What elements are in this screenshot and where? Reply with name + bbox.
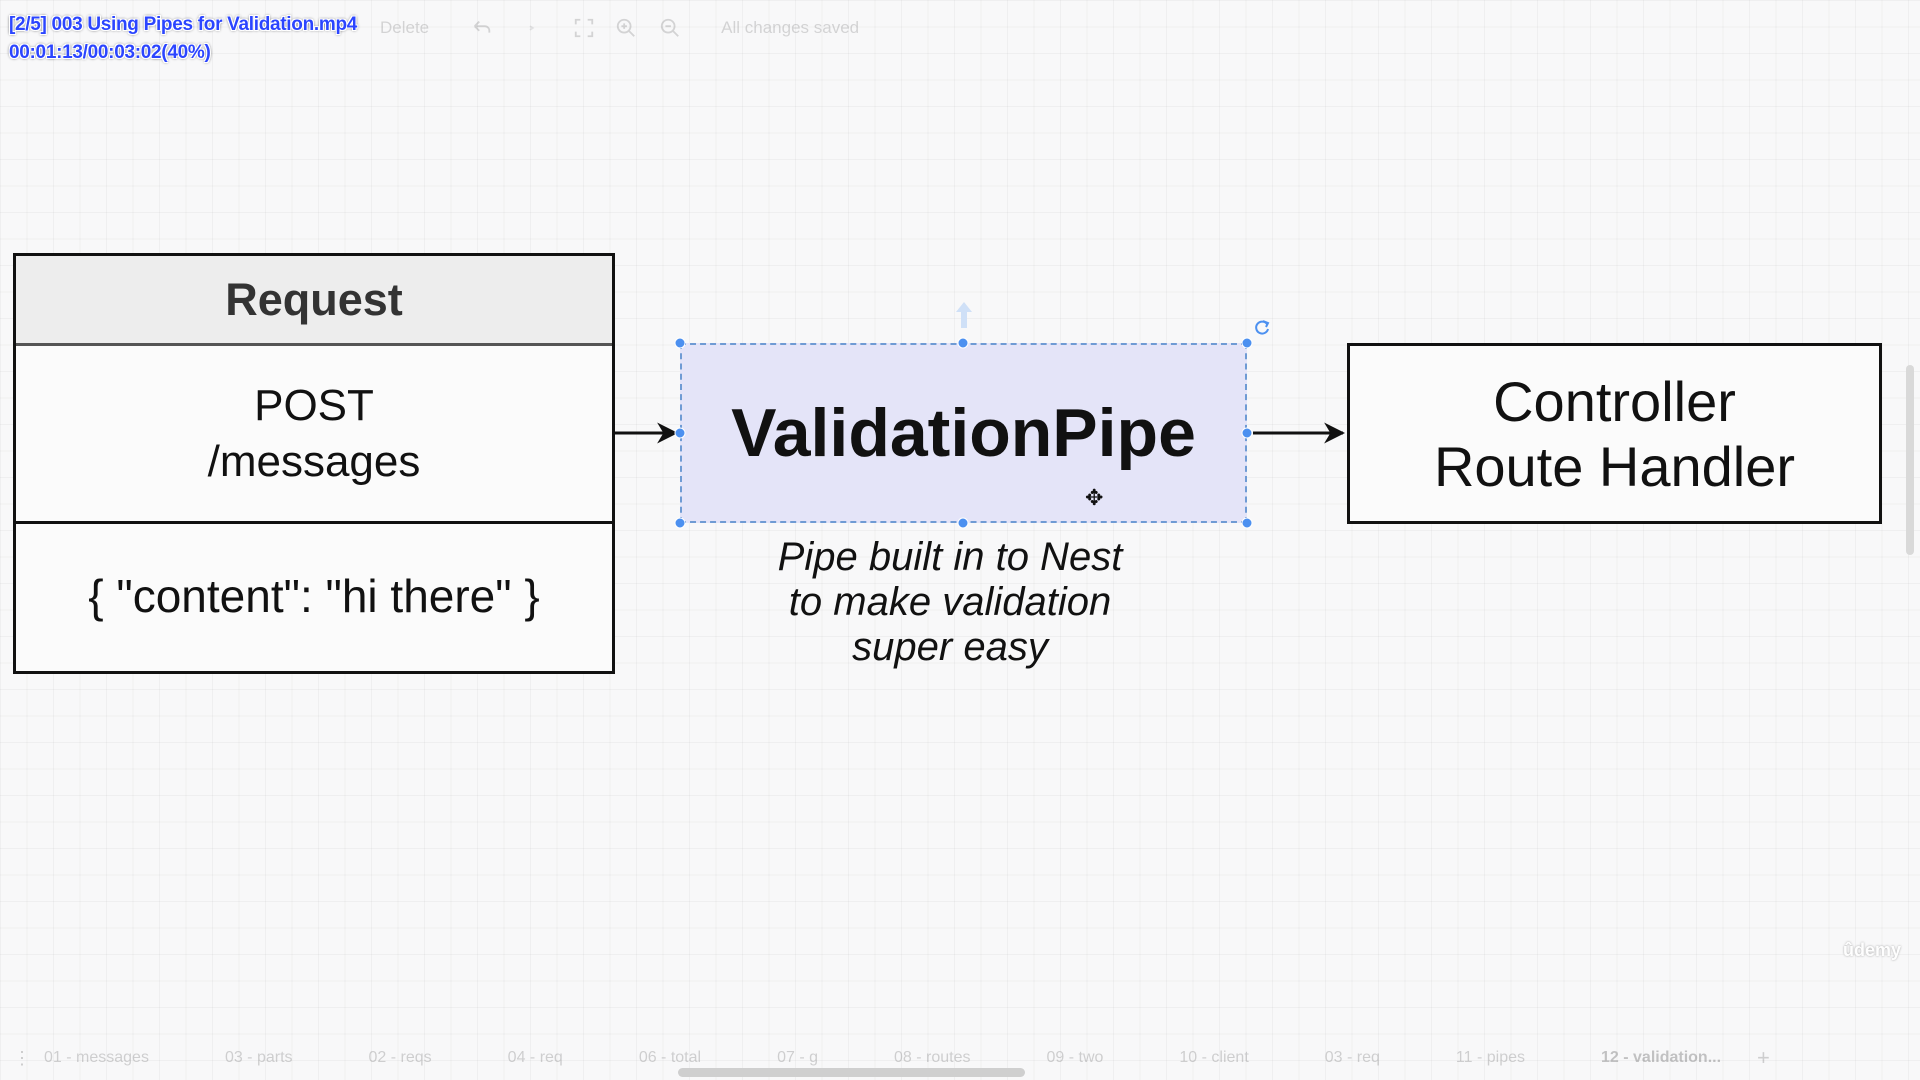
caption-line-3: super easy — [852, 625, 1048, 669]
request-route-cell: POST /messages — [16, 346, 612, 524]
undo-icon[interactable] — [467, 13, 497, 43]
zoom-out-icon[interactable] — [655, 13, 685, 43]
delete-button[interactable]: Delete — [380, 18, 430, 37]
controller-line-2: Route Handler — [1433, 434, 1796, 498]
page-tab[interactable]: 03 - req — [1324, 1049, 1380, 1066]
zoom-in-icon[interactable] — [611, 13, 641, 43]
request-path: /messages — [207, 436, 421, 486]
save-status: All changes saved — [721, 18, 860, 37]
page-tab[interactable]: 11 - pipes — [1455, 1049, 1525, 1066]
udemy-watermark: ûdemy — [1843, 940, 1902, 960]
resize-handle-right[interactable] — [1241, 427, 1253, 439]
move-cursor-icon: ✥ — [1085, 485, 1104, 510]
resize-handle-top-right[interactable] — [1241, 337, 1253, 349]
pages-menu-icon[interactable]: ⋮ — [13, 1047, 31, 1068]
page-tab[interactable]: 02 - reqs — [368, 1049, 432, 1066]
video-overlay: [2/5] 003 Using Pipes for Validation.mp4… — [9, 11, 357, 67]
horizontal-scrollbar[interactable] — [678, 1068, 1025, 1077]
validation-pipe-shape[interactable]: ValidationPipe — [680, 343, 1247, 523]
resize-handle-top-left[interactable] — [674, 337, 686, 349]
page-tab[interactable]: 09 - two — [1046, 1049, 1104, 1066]
caption-line-1: Pipe built in to Nest — [777, 535, 1123, 579]
controller-line-1: Controller — [1493, 369, 1736, 433]
video-timestamp: 00:01:13/00:03:02(40%) — [9, 42, 211, 63]
request-header: Request — [16, 256, 612, 346]
redo-icon[interactable] — [515, 13, 545, 43]
fullscreen-icon[interactable] — [569, 13, 599, 43]
pipe-caption: Pipe built in to Nest to make validation… — [700, 535, 1200, 670]
page-tab[interactable]: 07 - g — [777, 1049, 818, 1066]
vertical-scrollbar[interactable] — [1906, 365, 1914, 555]
validation-pipe-label: ValidationPipe — [731, 395, 1196, 471]
page-tab[interactable]: 03 - parts — [224, 1049, 293, 1066]
request-body-cell: { "content": "hi there" } — [88, 570, 540, 622]
page-tab[interactable]: 08 - routes — [894, 1049, 971, 1066]
caption-line-2: to make validation — [788, 580, 1112, 624]
connection-arrow-icon[interactable] — [953, 300, 975, 330]
resize-handle-bottom-left[interactable] — [674, 517, 686, 529]
rotate-icon[interactable] — [1252, 318, 1272, 338]
resize-handle-left[interactable] — [674, 427, 686, 439]
request-table[interactable]: Request POST /messages { "content": "hi … — [13, 253, 615, 674]
resize-handle-bottom[interactable] — [957, 517, 969, 529]
video-title: [2/5] 003 Using Pipes for Validation.mp4 — [9, 14, 358, 35]
page-tab[interactable]: 04 - req — [507, 1049, 563, 1066]
resize-handle-bottom-right[interactable] — [1241, 517, 1253, 529]
page-tab[interactable]: 10 - client — [1179, 1049, 1249, 1066]
page-tab-active[interactable]: 12 - validation... — [1601, 1049, 1722, 1066]
page-tab-bar: ⋮ 01 - messages 03 - parts 02 - reqs 04 … — [0, 1040, 1920, 1076]
editor-toolbar: Delete All changes saved — [380, 10, 859, 46]
controller-shape[interactable]: Controller Route Handler — [1347, 343, 1882, 524]
request-method: POST — [254, 380, 374, 430]
page-tab[interactable]: 06 - total — [638, 1049, 702, 1066]
add-page-icon[interactable]: + — [1757, 1045, 1770, 1070]
page-tab[interactable]: 01 - messages — [44, 1049, 149, 1066]
resize-handle-top[interactable] — [957, 337, 969, 349]
